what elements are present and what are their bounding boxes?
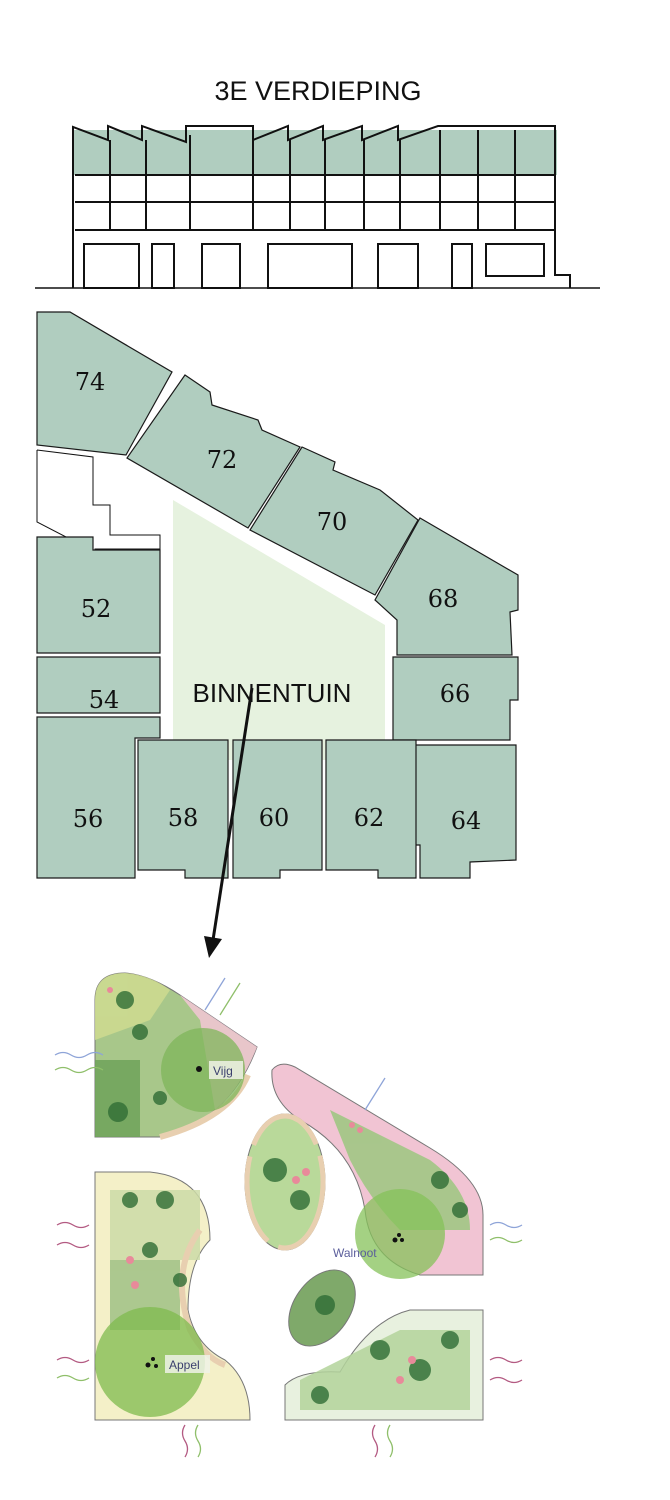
fig-tree-canopy — [161, 1028, 245, 1112]
unit-label-64: 64 — [451, 807, 482, 835]
courtyard-label: BINNENTUIN — [193, 678, 352, 708]
unit-62[interactable] — [325, 739, 417, 879]
unit-label-68: 68 — [428, 585, 459, 613]
unit-label-54: 54 — [89, 686, 120, 714]
unit-label-60: 60 — [259, 804, 290, 832]
unit-72[interactable] — [126, 374, 301, 529]
floor-title: 3E VERDIEPING — [214, 76, 421, 106]
floor-plan: 74 72 70 68 66 64 62 60 58 56 54 52 BINN… — [36, 311, 519, 958]
unit-56[interactable] — [36, 716, 161, 879]
unit-52[interactable] — [36, 536, 161, 654]
walnut-label: Walnoot — [333, 1246, 377, 1260]
unit-68[interactable] — [374, 517, 519, 656]
unit-label-74: 74 — [75, 368, 106, 396]
unit-label-52: 52 — [81, 595, 112, 623]
apple-label: Appel — [169, 1358, 200, 1372]
unit-label-62: 62 — [354, 804, 385, 832]
unit-label-72: 72 — [207, 446, 238, 474]
unit-label-58: 58 — [168, 804, 199, 832]
unit-label-66: 66 — [440, 680, 471, 708]
third-floor-highlight — [73, 130, 557, 175]
unit-label-70: 70 — [317, 508, 348, 536]
arrow-icon — [204, 687, 254, 958]
unit-60[interactable] — [232, 739, 323, 879]
unit-70[interactable] — [249, 446, 419, 596]
courtyard — [173, 500, 385, 760]
unit-label-56: 56 — [73, 805, 104, 833]
unit-74[interactable] — [36, 311, 173, 456]
unit-54[interactable] — [36, 656, 161, 714]
apple-tree-canopy — [95, 1307, 205, 1417]
building-elevation — [35, 124, 600, 289]
unit-58[interactable] — [137, 739, 229, 879]
garden-plan: Vijg Walnoot Appel — [54, 972, 523, 1458]
fig-label: Vijg — [213, 1064, 233, 1078]
climbing-plants — [54, 977, 523, 1458]
